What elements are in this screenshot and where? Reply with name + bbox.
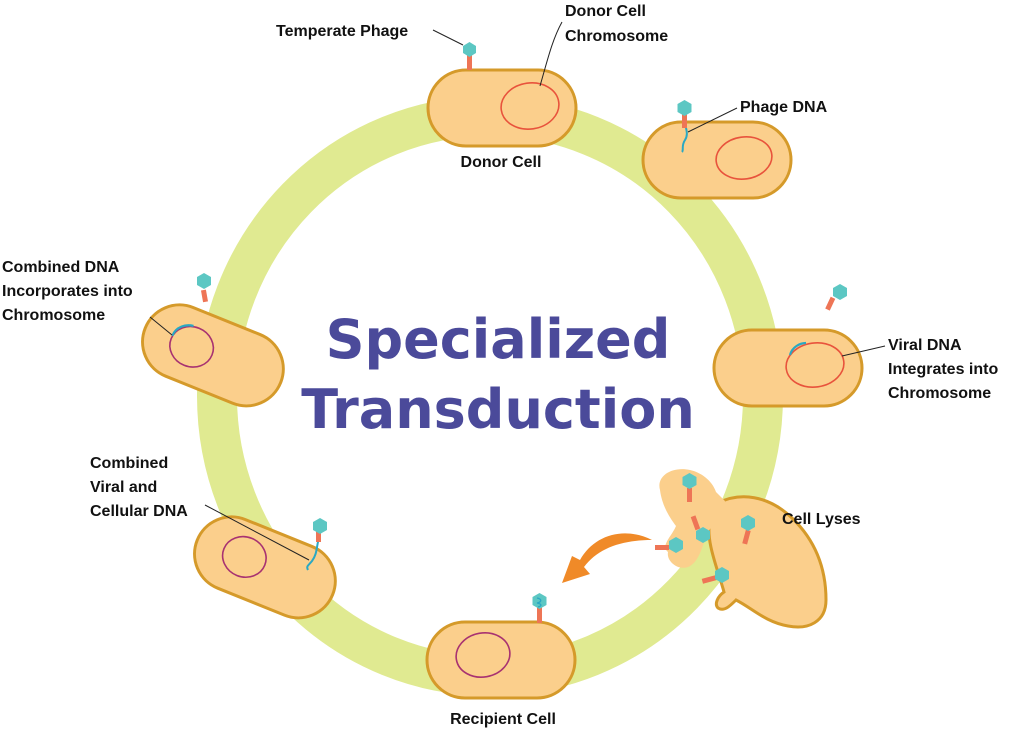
integrated-cell — [712, 328, 864, 408]
cell-body — [641, 120, 793, 200]
departing-phage-icon — [197, 273, 211, 303]
title-line-1: Specialized — [326, 308, 671, 371]
donor-cell — [426, 68, 578, 148]
released-phage-4 — [655, 537, 683, 553]
infecting-phage-icon — [532, 593, 547, 623]
donor-chromosome — [500, 82, 560, 130]
title-line-2: Transduction — [301, 378, 695, 441]
cell-body — [426, 68, 578, 148]
incorporated-viral-dna — [171, 324, 194, 337]
label-cell-lyses: Cell Lyses — [782, 511, 861, 528]
recipient-cell — [425, 620, 577, 700]
lysing-cell-body — [707, 495, 828, 629]
cell-body — [193, 515, 337, 620]
phage-dna-cell — [641, 117, 793, 200]
released-phage-2 — [690, 515, 710, 543]
host-chromosome — [715, 136, 773, 180]
recipient-chromosome — [455, 632, 511, 678]
cell-body — [712, 328, 864, 408]
label-temperate-phage: Temperate Phage — [276, 23, 408, 40]
combined-dna-cell — [193, 515, 337, 620]
label-viral-integrates: Viral DNA Integrates into Chromosome — [888, 337, 1003, 402]
released-phage-3 — [741, 515, 755, 545]
curved-arrow-icon — [562, 533, 652, 583]
label-combined-viral: Combined Viral and Cellular DNA — [90, 455, 188, 520]
incorporated-cell — [141, 303, 285, 408]
integrated-viral-dna — [788, 341, 807, 356]
label-donor-cell: Donor Cell — [461, 154, 542, 171]
cell-body — [425, 620, 577, 700]
incorporated-chromosome — [169, 325, 215, 368]
released-phage-5 — [701, 567, 729, 584]
phage-icon — [677, 100, 692, 128]
injected-dna-strand — [306, 534, 321, 571]
injecting-phage-icon — [313, 518, 327, 542]
label-donor-chromosome: Donor Cell Chromosome — [565, 3, 668, 45]
label-recipient-cell: Recipient Cell — [450, 711, 556, 728]
leader-lines — [149, 21, 886, 561]
temperate-phage-icon — [463, 42, 476, 70]
released-phage-1 — [682, 473, 697, 502]
combined-cell-chromosome — [221, 535, 267, 578]
label-phage-dna: Phage DNA — [740, 99, 828, 116]
label-combined-incorporates: Combined DNA Incorporates into Chromosom… — [2, 259, 137, 324]
free-phage-icon — [825, 284, 847, 311]
integrated-chromosome — [785, 342, 845, 388]
